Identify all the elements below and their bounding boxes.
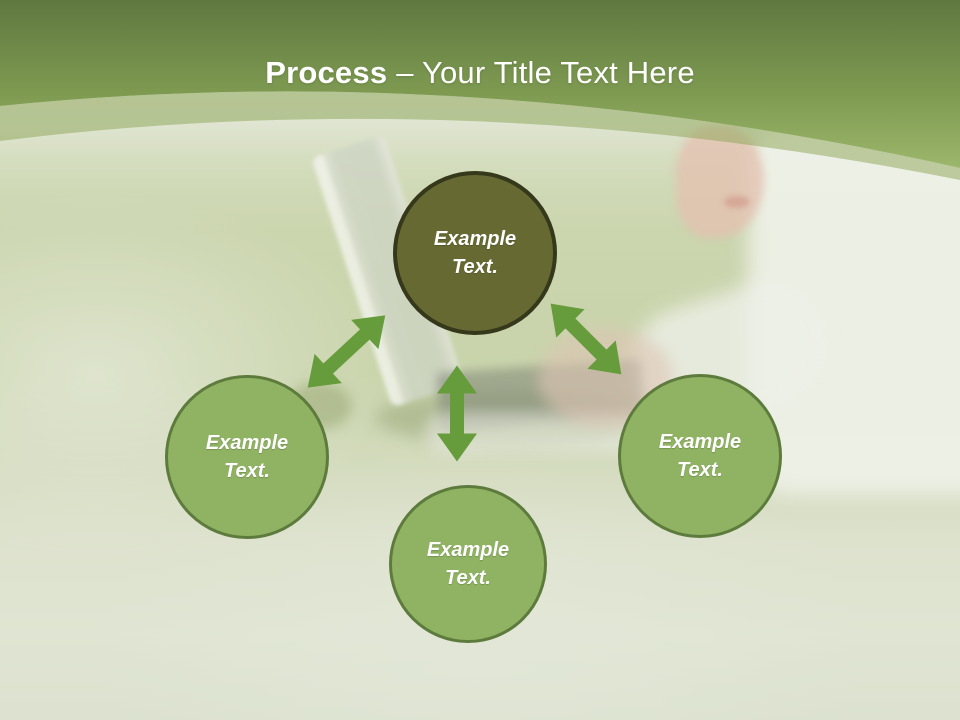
person-lips-photo [724,196,750,208]
slide-title: Process– Your Title Text Here [0,55,960,91]
circle-top: Example Text. [393,171,557,335]
circle-left-line1: Example [205,432,289,454]
circle-bottom-line2: Text. [445,567,491,589]
title-lead: Process [265,55,388,90]
header-haze-curve [0,91,960,180]
circle-right: Example Text. [618,374,782,538]
header-band [0,0,960,180]
circle-right-line2: Text. [677,459,723,481]
circle-top-line2: Text. [452,256,498,278]
circle-left-line2: Text. [224,460,270,482]
circle-top-line1: Example [433,228,517,250]
circle-bottom-line1: Example [426,539,510,561]
circle-left: Example Text. [165,375,329,539]
header-curve [0,0,960,168]
circle-right-line1: Example [658,431,742,453]
title-rest: – Your Title Text Here [396,55,695,90]
circle-bottom: Example Text. [389,485,547,643]
